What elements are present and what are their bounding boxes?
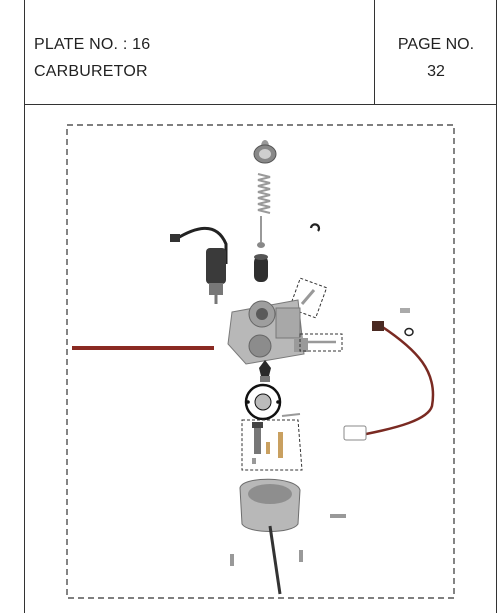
- cap-spring: [253, 140, 277, 164]
- plate-number: PLATE NO. : 16: [34, 36, 151, 53]
- plate-title: CARBURETOR: [34, 63, 148, 80]
- o-ring: [404, 327, 414, 337]
- carburetor-body: [227, 299, 308, 365]
- small-screw-right: [400, 308, 410, 313]
- plate-header: PLATE NO. : 16 CARBURETOR PAGE NO. 32: [24, 0, 497, 105]
- diagram-boundary: [66, 124, 455, 599]
- parts-illustration: [66, 124, 455, 599]
- exploded-parts-diagram: [66, 124, 455, 599]
- jets: [252, 422, 283, 464]
- slide-piston: [254, 254, 268, 282]
- page-number-value: 32: [427, 63, 445, 80]
- screws: [230, 514, 346, 566]
- float-bowl: [239, 478, 301, 595]
- needle-spring: [257, 173, 271, 214]
- plate-info-cell: PLATE NO. : 16 CARBURETOR: [24, 0, 375, 104]
- pilot-screw: [300, 289, 316, 305]
- jet-needle: [257, 216, 265, 248]
- needle-valve: [259, 360, 271, 382]
- auto-choke: [170, 226, 228, 304]
- e-clip: [309, 223, 321, 232]
- float: [244, 383, 301, 421]
- vacuum-hose: [343, 321, 435, 441]
- page-number-label: PAGE NO.: [397, 36, 475, 53]
